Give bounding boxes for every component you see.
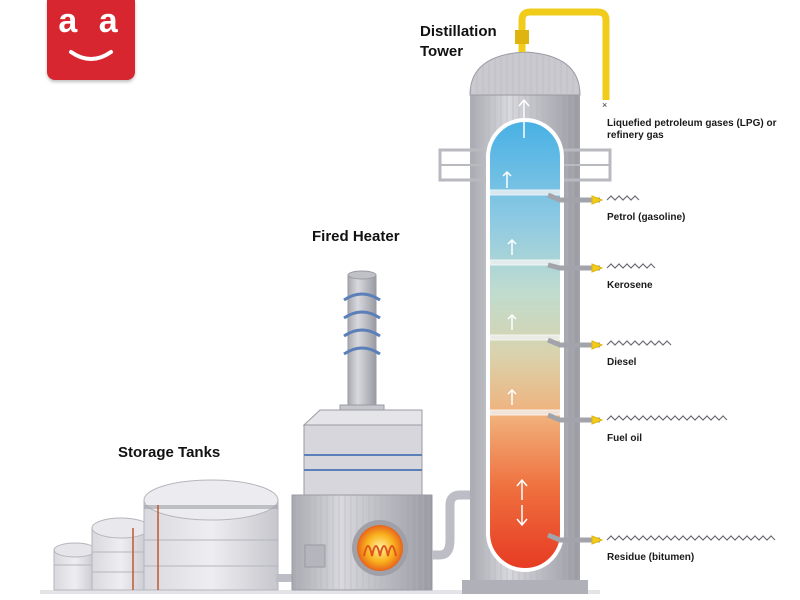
product-label-lpg: Liquefied petroleum gases (LPG) or refin… [607, 118, 776, 142]
brand-logo: a a [47, 0, 135, 80]
storage-tanks [53, 479, 279, 591]
distillation-tower-label-line1: Distillation [420, 23, 497, 40]
product-label-petrol: Petrol (gasoline) [607, 212, 686, 223]
lpg-pipe [518, 8, 610, 100]
product-label-fuel-oil: Fuel oil [607, 433, 642, 444]
distillation-tower-label-line2: Tower [420, 43, 464, 60]
fired-heater-label: Fired Heater [312, 228, 400, 245]
svg-text:×: × [602, 100, 607, 110]
product-label-lpg-line1: Liquefied petroleum gases (LPG) or [607, 118, 777, 129]
ground [40, 590, 600, 594]
storage-tanks-label: Storage Tanks [118, 444, 221, 461]
product-label-residue: Residue (bitumen) [607, 552, 695, 563]
smile-icon [69, 50, 113, 61]
heater-tower-pipe [432, 490, 490, 560]
product-label-lpg-line2: refinery gas [607, 130, 664, 141]
product-label-kerosene: Kerosene [607, 280, 653, 291]
logo-text: a a [58, 2, 124, 40]
flame-icon [357, 525, 403, 571]
distillation-tower-label: Distillation Tower [420, 22, 497, 62]
molecule-chains [606, 195, 776, 541]
product-label-diesel: Diesel [607, 357, 637, 368]
fired-heater [291, 270, 433, 591]
distillation-tower: × [438, 8, 612, 594]
